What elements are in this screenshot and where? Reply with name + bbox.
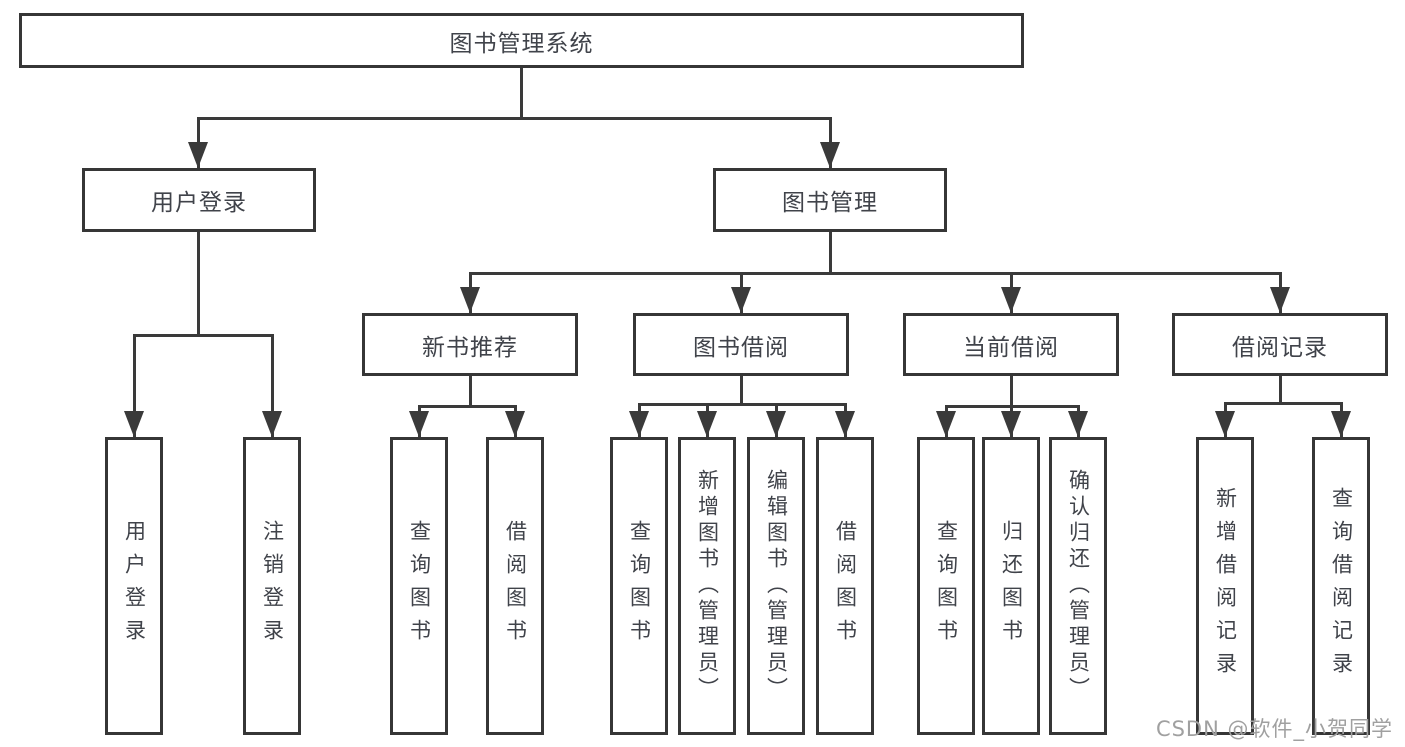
leaf-label: 确认归还（管理员） (1066, 469, 1091, 703)
connector-line (197, 117, 832, 120)
leaf-label: 借阅图书 (833, 520, 858, 652)
leaf-label: 归还图书 (999, 520, 1024, 652)
leaf-label: 新增借阅记录 (1213, 487, 1238, 685)
leaf-query-books-current: 查询图书 (917, 437, 975, 735)
arrowhead-down (731, 287, 751, 313)
connector-line (1279, 376, 1282, 403)
leaf-logout: 注销登录 (243, 437, 301, 735)
leaf-confirm-return-admin: 确认归还（管理员） (1049, 437, 1107, 735)
leaf-label: 借阅图书 (503, 520, 528, 652)
arrowhead-down (1215, 411, 1235, 437)
node-book-borrowing: 图书借阅 (633, 313, 849, 376)
arrowhead-down (1068, 411, 1088, 437)
leaf-borrow-books-borrowing: 借阅图书 (816, 437, 874, 735)
arrowhead-down (697, 411, 717, 437)
node-label: 当前借阅 (963, 334, 1059, 361)
connector-line (133, 334, 136, 437)
arrowhead-down (1001, 411, 1021, 437)
connector-line (520, 68, 523, 118)
leaf-label: 查询图书 (934, 520, 959, 652)
arrowhead-down (629, 411, 649, 437)
arrowhead-down (936, 411, 956, 437)
connector-line (829, 232, 832, 273)
arrowhead-down (1270, 287, 1290, 313)
arrowhead-down (262, 411, 282, 437)
arrowhead-down (409, 411, 429, 437)
connector-line (469, 376, 472, 406)
leaf-label: 查询借阅记录 (1329, 487, 1354, 685)
connector-line (1010, 376, 1013, 406)
leaf-label: 编辑图书（管理员） (764, 469, 789, 703)
leaf-return-books: 归还图书 (982, 437, 1040, 735)
leaf-add-borrow-record: 新增借阅记录 (1196, 437, 1254, 735)
connector-line (271, 334, 274, 437)
leaf-label: 查询图书 (627, 520, 652, 652)
arrowhead-down (1001, 287, 1021, 313)
node-book-management: 图书管理 (713, 168, 947, 232)
node-label: 图书管理系统 (449, 30, 594, 57)
connector-line (418, 405, 517, 408)
leaf-label: 查询图书 (407, 520, 432, 652)
leaf-user-login: 用户登录 (105, 437, 163, 735)
node-current-borrowing: 当前借阅 (903, 313, 1119, 376)
leaf-borrow-books-recommend: 借阅图书 (486, 437, 544, 735)
watermark: CSDN @软件_小贺同学 (1155, 717, 1393, 741)
leaf-query-borrow-record: 查询借阅记录 (1312, 437, 1370, 735)
arrowhead-down (505, 411, 525, 437)
connector-line (1224, 402, 1343, 405)
connector-line (197, 232, 200, 335)
node-label: 图书管理 (782, 190, 878, 216)
node-library-management-system: 图书管理系统 (19, 13, 1024, 68)
node-label: 新书推荐 (422, 334, 518, 361)
arrowhead-down (766, 411, 786, 437)
leaf-label: 用户登录 (122, 520, 147, 652)
connector-line (638, 403, 847, 406)
arrowhead-down (820, 142, 840, 168)
leaf-add-book-admin: 新增图书（管理员） (678, 437, 736, 735)
arrowhead-down (188, 142, 208, 168)
leaf-label: 新增图书（管理员） (695, 469, 720, 703)
arrowhead-down (460, 287, 480, 313)
arrowhead-down (835, 411, 855, 437)
connector-line (133, 334, 274, 337)
node-user-login: 用户登录 (82, 168, 316, 232)
leaf-label: 注销登录 (260, 520, 285, 652)
node-borrowing-records: 借阅记录 (1172, 313, 1388, 376)
leaf-query-books-recommend: 查询图书 (390, 437, 448, 735)
arrowhead-down (124, 411, 144, 437)
leaf-query-books-borrowing: 查询图书 (610, 437, 668, 735)
node-label: 借阅记录 (1232, 334, 1328, 361)
arrowhead-down (1331, 411, 1351, 437)
node-label: 用户登录 (151, 190, 247, 216)
leaf-edit-book-admin: 编辑图书（管理员） (747, 437, 805, 735)
node-label: 图书借阅 (693, 334, 789, 361)
connector-line (469, 272, 1282, 275)
connector-line (740, 376, 743, 404)
node-new-book-recommendation: 新书推荐 (362, 313, 578, 376)
